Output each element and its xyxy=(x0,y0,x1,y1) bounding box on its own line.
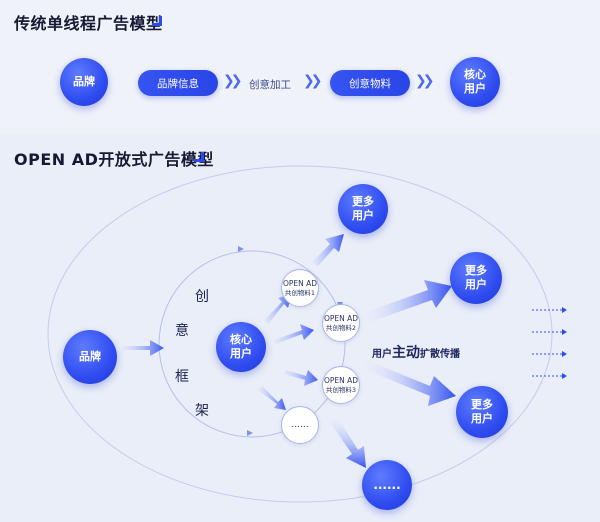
spread-emphasis: 主动 xyxy=(392,345,420,361)
outer-ellipse xyxy=(47,165,553,503)
chevron-right-icon: ❯❯ xyxy=(303,73,323,89)
arrow-icon xyxy=(247,430,253,436)
creative-material-pill: 创意物料 xyxy=(330,70,410,96)
arrow-up-right-icon xyxy=(264,294,292,324)
spread-prefix: 用户 xyxy=(372,349,392,360)
arrow-up-right-icon xyxy=(312,234,344,266)
framework-char: 架 xyxy=(195,403,209,419)
inner-circle xyxy=(158,250,346,438)
open-ad-model-panel: OPEN AD开放式广告模型 品牌 创 意 框 架 核心 用户 OPEN AD … xyxy=(0,134,600,522)
traditional-model-panel: 传统单线程广告模型 品牌 品牌信息 ❯❯ 创意加工 ❯❯ 创意物料 ❯❯ 核心 … xyxy=(0,0,600,128)
more-users-circle-top: 更多 用户 xyxy=(338,184,388,234)
co-creation-node-more: ...... xyxy=(281,406,319,444)
more-users-circle-right-bottom: 更多 用户 xyxy=(456,386,508,438)
node-line2: 共创物料2 xyxy=(325,323,357,332)
co-creation-node-2: OPEN AD 共创物料2 xyxy=(322,304,360,342)
arrow-right-icon xyxy=(274,324,314,344)
core-user-circle: 核心 用户 xyxy=(216,322,266,372)
co-creation-node-3: OPEN AD 共创物料3 xyxy=(322,366,360,404)
creative-process-label: 创意加工 xyxy=(249,79,291,91)
dotted-arrows xyxy=(532,309,562,377)
arrow-icon xyxy=(238,246,244,252)
core-user-circle-top: 核心 用户 xyxy=(450,57,500,107)
arrow-right-icon xyxy=(284,370,318,386)
brand-circle: 品牌 xyxy=(60,58,108,106)
arrow-right-icon xyxy=(122,340,164,356)
node-line1: OPEN AD xyxy=(282,278,318,288)
arrow-down-right-icon xyxy=(258,386,286,410)
spread-suffix: 扩散传播 xyxy=(420,349,460,360)
big-arrow-down-icon xyxy=(330,418,366,468)
title-accent-mark xyxy=(152,16,162,26)
user-spread-label: 用户主动扩散传播 xyxy=(372,342,460,362)
framework-char: 意 xyxy=(175,323,189,339)
big-arrow-up-right-icon xyxy=(366,280,452,322)
node-line1: OPEN AD xyxy=(323,375,359,385)
node-line2: 共创物料3 xyxy=(325,385,357,394)
node-line2: 共创物料1 xyxy=(284,288,316,297)
chevron-right-icon: ❯❯ xyxy=(415,73,435,89)
more-users-circle-right-top: 更多 用户 xyxy=(450,252,502,304)
brand-circle: 品牌 xyxy=(63,330,117,384)
big-arrow-down-right-icon xyxy=(366,360,456,406)
node-line1: OPEN AD xyxy=(323,313,359,323)
co-creation-node-1: OPEN AD 共创物料1 xyxy=(281,269,319,307)
chevron-right-icon: ❯❯ xyxy=(223,73,243,89)
framework-char: 创 xyxy=(195,289,209,305)
node-ellipsis: ...... xyxy=(291,420,309,430)
title-accent-mark xyxy=(194,152,204,162)
framework-char: 框 xyxy=(175,369,189,385)
brand-info-pill: 品牌信息 xyxy=(138,70,218,96)
traditional-model-title: 传统单线程广告模型 xyxy=(14,14,163,33)
more-users-circle-bottom: ...... xyxy=(362,460,412,510)
diagram-graphics xyxy=(47,165,567,503)
open-ad-model-title: OPEN AD开放式广告模型 xyxy=(14,150,214,169)
